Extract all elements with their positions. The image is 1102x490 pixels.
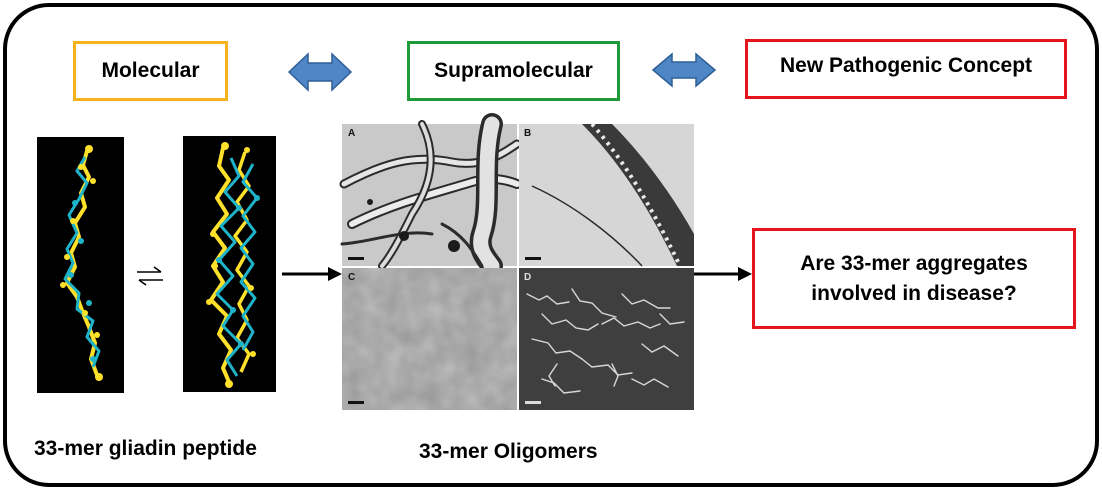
tem-micrograph-grid: A B C bbox=[339, 113, 694, 410]
equilibrium-arrows-icon bbox=[137, 266, 163, 286]
peptide-aggregate-structure bbox=[206, 142, 260, 388]
pathogenic-concept-label: New Pathogenic Concept bbox=[779, 54, 1033, 77]
panel-d-label: D bbox=[524, 272, 531, 283]
peptide-caption: 33-mer gliadin peptide bbox=[34, 437, 257, 460]
micrograph-panel-c: C bbox=[342, 268, 517, 410]
question-line-1: Are 33-mer aggregates bbox=[800, 251, 1028, 275]
right-arrow-icon bbox=[694, 267, 752, 281]
supramolecular-box: Supramolecular bbox=[407, 41, 620, 101]
peptide-monomer-image bbox=[37, 137, 124, 393]
molecular-label: Molecular bbox=[101, 59, 200, 82]
disease-question-box: Are 33-mer aggregates involved in diseas… bbox=[752, 228, 1076, 329]
double-headed-arrow-icon bbox=[651, 52, 717, 88]
oligomers-caption: 33-mer Oligomers bbox=[419, 440, 598, 463]
panel-c-label: C bbox=[348, 272, 355, 283]
micrograph-panel-a: A bbox=[339, 113, 522, 277]
double-headed-arrow-icon bbox=[287, 52, 353, 92]
peptide-monomer-structure bbox=[60, 145, 103, 381]
micrograph-panel-b: B bbox=[519, 122, 694, 267]
question-line-2: involved in disease? bbox=[811, 281, 1017, 305]
peptide-aggregate-image bbox=[183, 136, 276, 392]
right-arrow-icon bbox=[282, 267, 342, 281]
pathogenic-concept-box: New Pathogenic Concept bbox=[745, 39, 1067, 99]
supramolecular-label: Supramolecular bbox=[434, 59, 593, 82]
micrograph-panel-d: D bbox=[519, 268, 694, 410]
panel-a-label: A bbox=[348, 128, 355, 139]
panel-b-label: B bbox=[524, 128, 531, 139]
molecular-box: Molecular bbox=[73, 41, 228, 101]
